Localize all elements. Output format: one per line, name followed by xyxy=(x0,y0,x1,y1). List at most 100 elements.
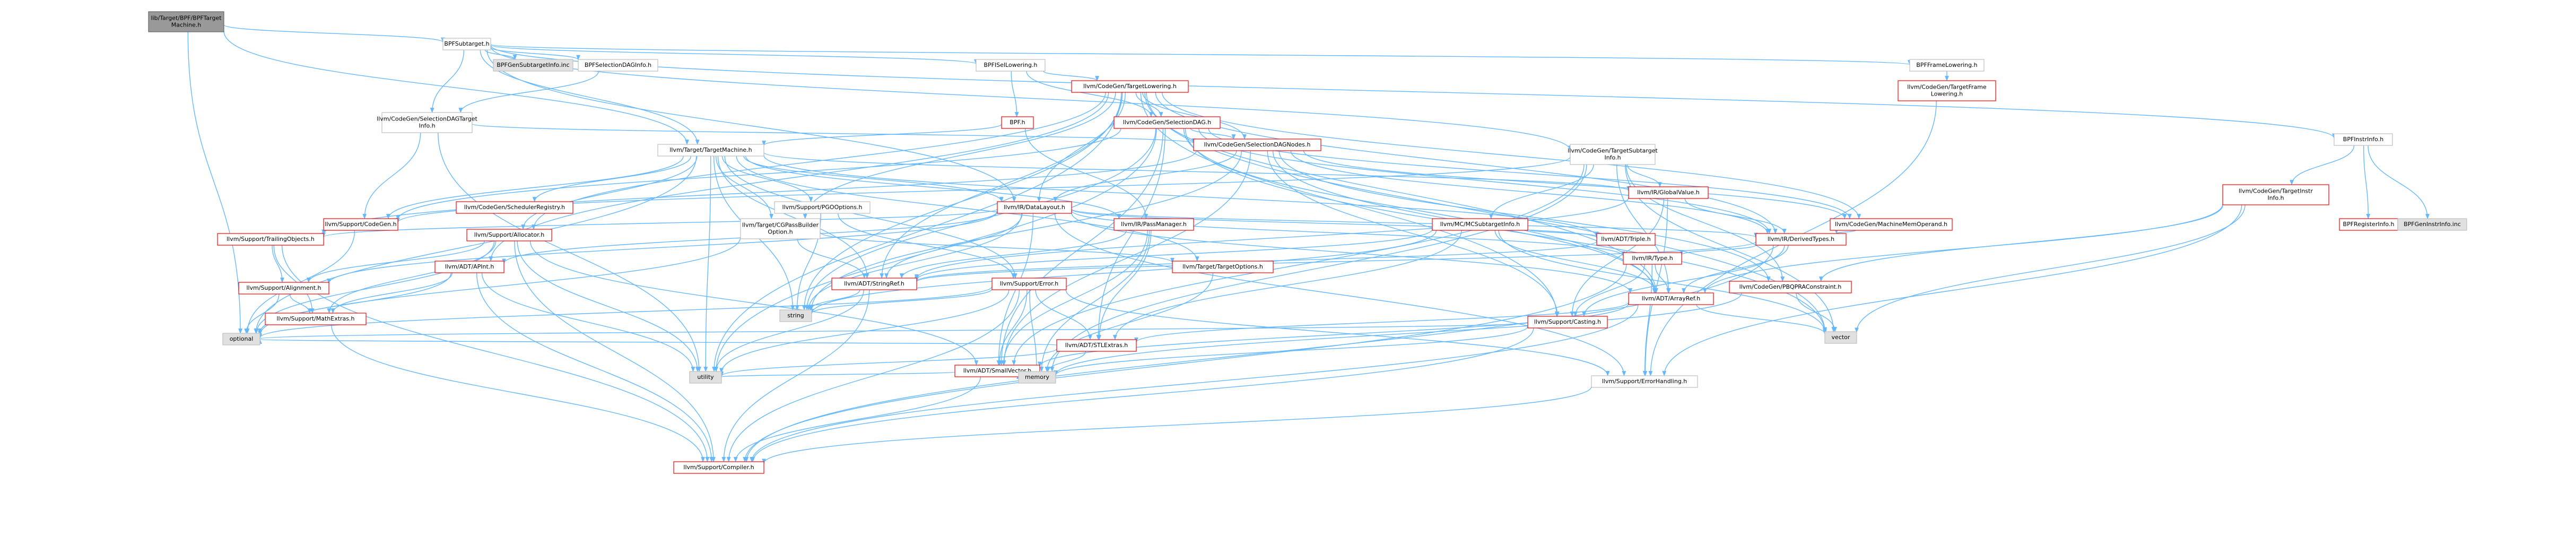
node-bpfisel[interactable]: BPFISelLowering.h xyxy=(976,59,1046,72)
edge-ttm-to-optional xyxy=(254,155,697,334)
edge-tinstrinfo-to-vector xyxy=(1855,204,2246,333)
node-bpfseldag[interactable]: BPFSelectionDAGInfo.h xyxy=(578,59,658,72)
node-pbqp-label-line-0: llvm/CodeGen/PBQPRAConstraint.h xyxy=(1739,283,1842,290)
node-tsubtarget-box xyxy=(1570,144,1656,165)
node-machmemop[interactable]: llvm/CodeGen/MachineMemOperand.h xyxy=(1830,218,1953,231)
edge-errhandling-to-compiler xyxy=(762,386,1592,464)
edge-seldagtarget-to-supcodegen xyxy=(362,132,421,219)
node-stringref[interactable]: llvm/ADT/StringRef.h xyxy=(831,278,917,290)
node-derivedtypes[interactable]: llvm/IR/DerivedTypes.h xyxy=(1755,233,1847,246)
node-trailing-box xyxy=(217,233,324,246)
edge-bpfinstrinfo-to-bpfgeninstr xyxy=(2368,145,2430,219)
edge-ttm-to-stringref xyxy=(717,155,869,279)
edge-root-to-bpfsubtarget xyxy=(223,24,445,43)
node-stlextras[interactable]: llvm/ADT/STLExtras.h xyxy=(1056,339,1137,352)
edge-ttargetopts-to-memory xyxy=(1045,272,1214,372)
node-utility-label-line-0: utility xyxy=(697,374,714,381)
node-ttm-label-line-0: llvm/Target/TargetMachine.h xyxy=(669,146,752,153)
node-passmanager[interactable]: llvm/IR/PassManager.h xyxy=(1113,218,1194,231)
node-supalloc[interactable]: llvm/Support/Allocator.h xyxy=(466,229,552,241)
node-derivedtypes-box xyxy=(1755,233,1847,246)
node-schedreg[interactable]: llvm/CodeGen/SchedulerRegistry.h xyxy=(456,201,573,214)
node-tsubtarget-label-line-0: llvm/CodeGen/TargetSubtarget xyxy=(1568,148,1658,154)
edge-tsubtarget-to-memory xyxy=(1050,164,1587,372)
node-bpfinstrinfo[interactable]: BPFInstrInfo.h xyxy=(2334,133,2393,146)
node-supcodegen[interactable]: llvm/Support/CodeGen.h xyxy=(323,218,398,231)
edge-irtype-to-casting xyxy=(1573,264,1646,317)
edge-tinstrinfo-to-errhandling xyxy=(1662,204,2242,376)
node-alignment[interactable]: llvm/Support/Alignment.h xyxy=(238,282,329,295)
edge-machmemop-to-derivedtypes xyxy=(1834,229,1856,234)
node-trailing[interactable]: llvm/Support/TrailingObjects.h xyxy=(217,233,324,246)
node-irtype[interactable]: llvm/IR/Type.h xyxy=(1623,252,1682,265)
node-globalvalue[interactable]: llvm/IR/GlobalValue.h xyxy=(1628,186,1709,199)
edge-seldagh-to-stlextras xyxy=(1096,128,1166,340)
node-arrayref[interactable]: llvm/ADT/ArrayRef.h xyxy=(1628,292,1714,305)
node-tinstrinfo-box xyxy=(2222,184,2329,205)
node-superror[interactable]: llvm/Support/Error.h xyxy=(991,278,1067,290)
node-alignment-box xyxy=(238,282,329,295)
edge-apint-to-matheextras xyxy=(330,272,453,314)
node-stringref-label-line-0: llvm/ADT/StringRef.h xyxy=(844,280,904,287)
node-ttm[interactable]: llvm/Target/TargetMachine.h xyxy=(657,144,764,157)
node-bpfseldag-label-line-0: BPFSelectionDAGInfo.h xyxy=(585,62,651,68)
edge-arrayref-to-smallvector xyxy=(1038,303,1629,367)
edge-superror-to-smallvector xyxy=(997,289,1028,366)
node-bpfreginfo-label-line-0: BPFRegisterInfo.h xyxy=(2343,221,2395,228)
edge-seldagnodes-to-datalayout xyxy=(1053,150,1237,202)
edge-superror-to-compiler xyxy=(726,289,1020,462)
node-mcsubtarget[interactable]: llvm/MC/MCSubtargetInfo.h xyxy=(1432,218,1528,231)
node-bpfsubtarget[interactable]: BPFSubtarget.h xyxy=(442,38,491,50)
node-bpfframe[interactable]: BPFFrameLowering.h xyxy=(1909,59,1985,72)
node-memory-box xyxy=(1018,371,1056,384)
node-ttargetopts[interactable]: llvm/Target/TargetOptions.h xyxy=(1172,261,1274,273)
edge-seldagnodes-to-casting xyxy=(1267,150,1560,317)
edge-datalayout-to-alignment xyxy=(327,211,998,284)
edge-supalloc-to-smallvector xyxy=(529,240,979,366)
node-bpfsubtarget-box xyxy=(442,38,491,50)
node-memory: memory xyxy=(1018,371,1056,384)
edge-trailing-to-alignment xyxy=(272,245,284,283)
node-irtype-label-line-0: llvm/IR/Type.h xyxy=(1632,255,1673,262)
node-seldagnodes[interactable]: llvm/CodeGen/SelectionDAGNodes.h xyxy=(1193,139,1321,151)
node-bpfgeninstr-label-line-0: BPFGenInstrInfo.inc xyxy=(2404,221,2461,228)
node-triple[interactable]: llvm/ADT/Triple.h xyxy=(1596,233,1656,246)
node-seldagnodes-label-line-0: llvm/CodeGen/SelectionDAGNodes.h xyxy=(1204,141,1311,148)
node-errhandling[interactable]: llvm/Support/ErrorHandling.h xyxy=(1591,375,1698,388)
node-apint[interactable]: llvm/ADT/APInt.h xyxy=(434,261,504,273)
node-casting[interactable]: llvm/Support/Casting.h xyxy=(1527,316,1608,328)
edge-mcsubtarget-to-vector xyxy=(1498,230,1827,333)
edge-derivedtypes-to-compiler xyxy=(744,245,1774,462)
edge-tlowering-to-vector xyxy=(1146,92,1827,333)
edge-tlowering-to-apint xyxy=(489,92,1109,262)
node-seldagnodes-box xyxy=(1193,139,1321,151)
node-bpfh[interactable]: BPF.h xyxy=(1001,116,1034,129)
node-bpfreginfo[interactable]: BPFRegisterInfo.h xyxy=(2339,218,2398,231)
node-irtype-box xyxy=(1623,252,1682,265)
node-seldagh[interactable]: llvm/CodeGen/SelectionDAG.h xyxy=(1113,116,1221,129)
edge-datalayout-to-string xyxy=(806,213,1022,310)
node-pgoopt[interactable]: llvm/Support/PGOOptions.h xyxy=(774,201,871,214)
node-bpfinstrinfo-box xyxy=(2334,133,2393,146)
edge-tcgpass-to-ttargetopts xyxy=(820,231,1174,263)
node-datalayout[interactable]: llvm/IR/DataLayout.h xyxy=(997,201,1072,214)
edge-alignment-to-matheextras xyxy=(289,293,312,314)
edge-supalloc-to-alignment xyxy=(306,240,485,283)
node-matheextras[interactable]: llvm/Support/MathExtras.h xyxy=(265,313,367,325)
node-pbqp[interactable]: llvm/CodeGen/PBQPRAConstraint.h xyxy=(1729,281,1852,293)
node-errhandling-label-line-0: llvm/Support/ErrorHandling.h xyxy=(1602,378,1687,385)
node-vector: vector xyxy=(1824,331,1857,344)
node-compiler[interactable]: llvm/Support/Compiler.h xyxy=(673,461,764,474)
edge-derivedtypes-to-arrayref xyxy=(1682,245,1789,293)
node-root-label-line-1: Machine.h xyxy=(171,22,202,29)
node-supalloc-box xyxy=(466,229,552,241)
node-tlowering[interactable]: llvm/CodeGen/TargetLowering.h xyxy=(1071,80,1189,93)
node-utility-box xyxy=(689,371,722,384)
